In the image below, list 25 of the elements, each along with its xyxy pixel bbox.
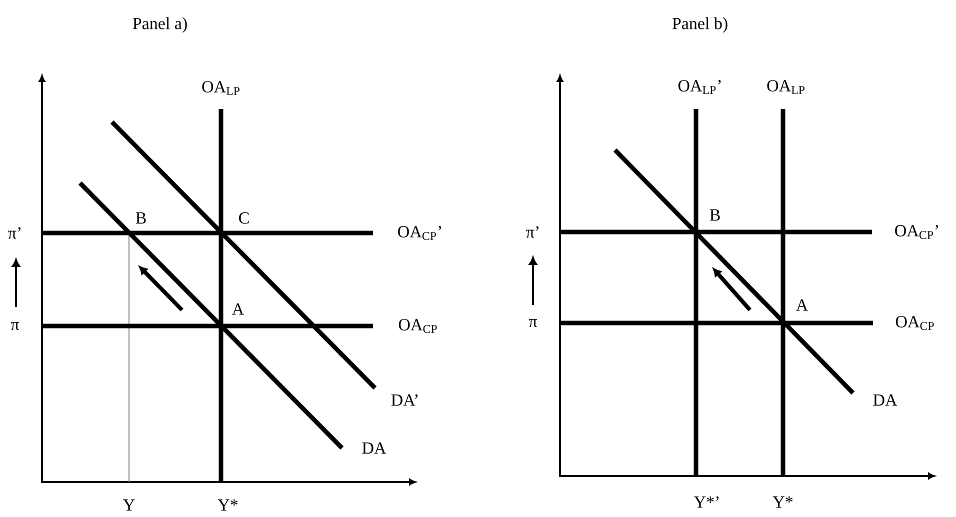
axis-label: Y*: [218, 499, 238, 511]
curve-label: DA: [873, 394, 898, 406]
point-label: B: [710, 209, 720, 221]
curve-label: OA$_{CP}$: [896, 316, 934, 330]
axis-label: π’: [526, 226, 538, 238]
axis-label: π: [528, 319, 538, 327]
panel-title: Panel b): [672, 17, 728, 33]
curve-label: OA$_{LP}$’: [678, 80, 721, 94]
point-label: B: [136, 212, 146, 224]
axis-label: π’: [8, 227, 20, 239]
axis-label: Y: [123, 499, 135, 511]
panel-title: Panel a): [132, 17, 187, 33]
axis-label: Y*: [772, 496, 793, 508]
curve-label: OA$_{LP}$: [767, 80, 804, 94]
curve-label: OA$_{CP}$’: [398, 226, 441, 240]
point-label: C: [239, 212, 249, 224]
axis-label: Y*’: [694, 496, 719, 508]
curve-label: OA$_{CP}$: [398, 319, 437, 333]
curve-label: DA’: [391, 394, 418, 406]
curve-label: OA$_{LP}$: [202, 81, 240, 95]
curve-label: OA$_{CP}$’: [895, 225, 938, 239]
curve-label: DA: [362, 442, 386, 454]
point-label: A: [796, 299, 808, 311]
point-label: A: [232, 303, 244, 315]
axis-label: π: [10, 322, 20, 330]
